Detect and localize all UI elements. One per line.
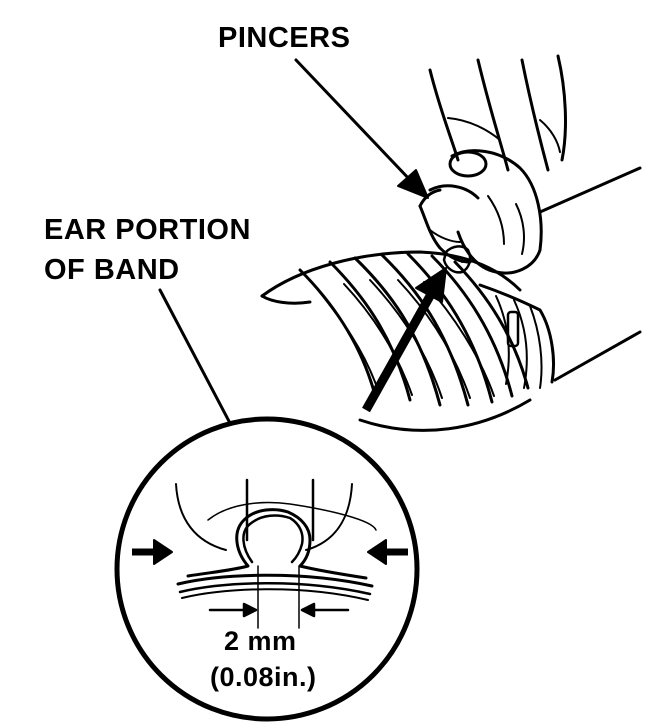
drive-shaft xyxy=(538,166,642,382)
pincers-label: PINCERS xyxy=(218,22,351,54)
pincers-leader-arrow xyxy=(294,58,429,199)
left-pressure-arrow-icon xyxy=(132,539,173,565)
ear-portion-label-line2: OF BAND xyxy=(44,254,180,286)
band-ear-detail xyxy=(175,478,377,629)
dimension-inch-label: (0.08in.) xyxy=(210,662,317,692)
right-pressure-arrow-icon xyxy=(367,539,408,565)
dimension-mm-label: 2 mm xyxy=(224,626,297,656)
ear-portion-label-line1: EAR PORTION xyxy=(44,214,251,246)
detail-magnifier-circle xyxy=(114,416,420,722)
boot-bellows xyxy=(260,250,555,432)
dimension-arrows xyxy=(208,602,350,618)
pincers-tool xyxy=(418,54,567,275)
callout-arrow xyxy=(362,267,447,413)
